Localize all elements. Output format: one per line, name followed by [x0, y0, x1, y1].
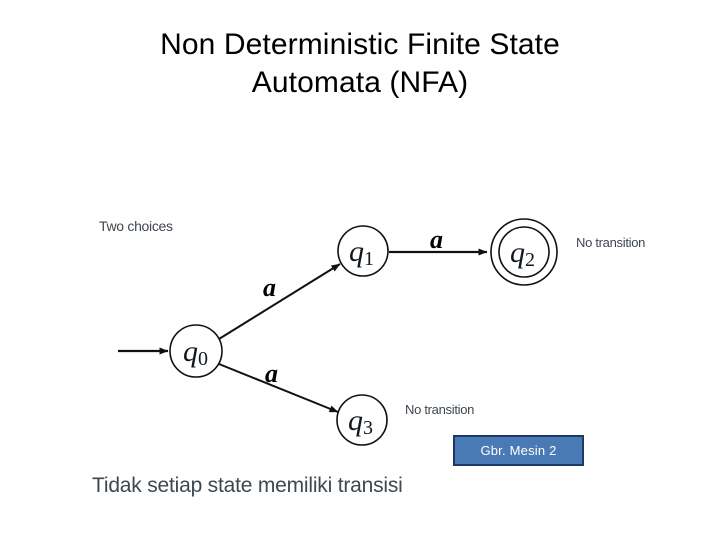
state-q2-subscript: 2	[525, 249, 535, 271]
transition-label-q0-q3: a	[265, 359, 278, 388]
state-q3-subscript: 3	[363, 417, 373, 439]
state-q0-subscript: 0	[198, 348, 208, 370]
page-title-line-2: Automata (NFA)	[251, 66, 469, 99]
transition-label-q0-q1: a	[263, 273, 276, 302]
figure-badge: Gbr. Mesin 2	[453, 435, 584, 466]
state-q3-label: q	[348, 404, 363, 437]
page-title: Non Deterministic Finite State Automata …	[60, 26, 660, 102]
state-q0-label: q	[183, 335, 198, 368]
state-q1-label: q	[349, 235, 364, 268]
transition-q0-q3-arrow	[218, 363, 339, 413]
transition-label-q1-q2: a	[430, 225, 443, 254]
transition-q0-q1-arrow	[218, 263, 341, 340]
state-q2-label: q	[510, 236, 525, 269]
annotation-no-transition-q3: No transition	[405, 402, 475, 417]
state-q3: q 3	[336, 394, 388, 446]
state-q0: q 0	[169, 324, 223, 378]
annotation-no-transition-q2: No transition	[576, 235, 646, 250]
page-title-line-1: Non Deterministic Finite State	[160, 28, 560, 61]
annotation-two-choices: Two choices	[99, 218, 173, 234]
state-q1-subscript: 1	[364, 248, 374, 270]
figure-badge-label: Gbr. Mesin 2	[480, 443, 557, 458]
bottom-caption: Tidak setiap state memiliki transisi	[92, 474, 403, 497]
state-q2: q 2	[490, 218, 558, 286]
state-q1: q 1	[337, 225, 389, 277]
